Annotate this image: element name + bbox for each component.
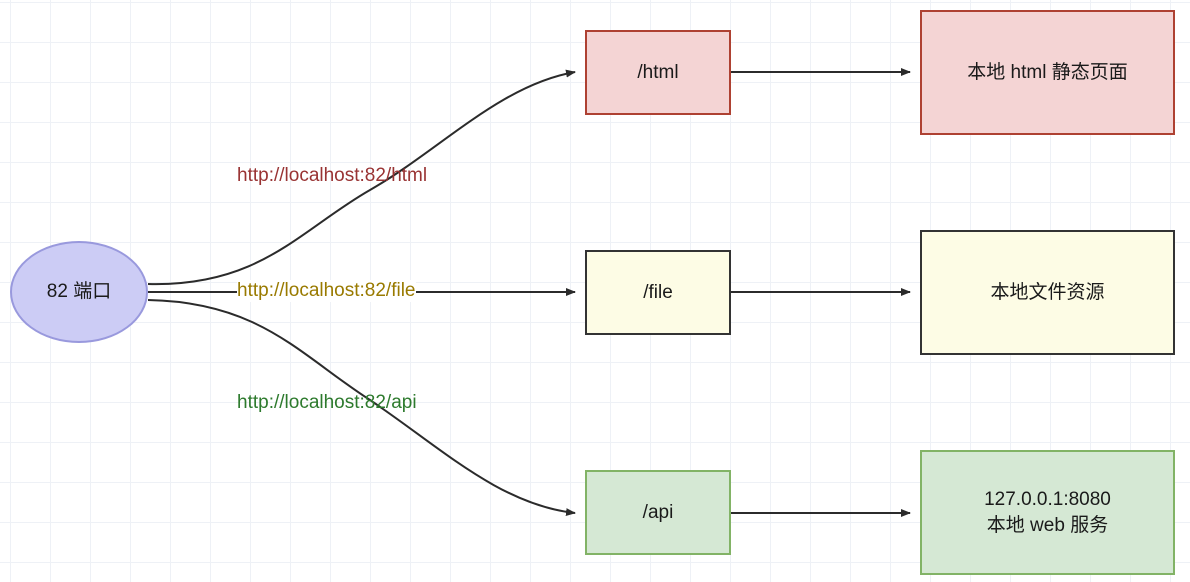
node-file-target[interactable]: 本地文件资源: [920, 230, 1175, 355]
node-file-route-label: /file: [643, 281, 673, 303]
edge-port-to-api: [147, 299, 576, 517]
node-html-target[interactable]: 本地 html 静态页面: [920, 10, 1175, 135]
node-file-target-label: 本地文件资源: [990, 281, 1105, 303]
edge-label-file: http://localhost:82/file: [237, 280, 416, 302]
node-html-route-label: /html: [637, 61, 679, 83]
node-file-route[interactable]: /file: [585, 250, 731, 335]
edge-port-to-html: [147, 69, 576, 286]
node-html-target-label: 本地 html 静态页面: [967, 61, 1128, 83]
node-api-route-label: /api: [642, 501, 674, 523]
node-port-label: 82 端口: [46, 281, 112, 303]
node-api-target[interactable]: 127.0.0.1:8080 本地 web 服务: [920, 450, 1175, 575]
node-port[interactable]: 82 端口: [10, 241, 148, 343]
node-api-target-label: 127.0.0.1:8080 本地 web 服务: [984, 488, 1111, 536]
edge-label-html: http://localhost:82/html: [237, 165, 428, 186]
node-html-route[interactable]: /html: [585, 30, 731, 115]
edge-label-api: http://localhost:82/api: [237, 392, 417, 413]
node-api-route[interactable]: /api: [585, 470, 731, 555]
